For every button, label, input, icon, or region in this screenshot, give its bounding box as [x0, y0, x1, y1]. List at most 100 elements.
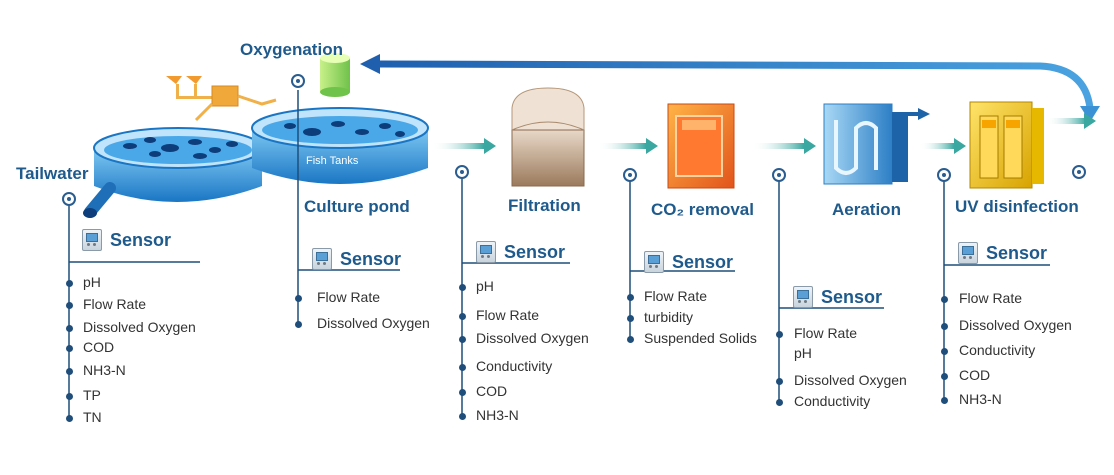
sensor-param-tailwater: COD — [83, 339, 115, 355]
gauge-icon-tailwater — [62, 192, 76, 206]
sensor-header-tailwater: Sensor — [82, 229, 171, 251]
co2-removal-unit — [667, 103, 735, 189]
sensor-param-filtration: Flow Rate — [476, 307, 540, 323]
sensor-label: Sensor — [340, 248, 402, 269]
sensor-device-icon — [312, 248, 332, 270]
fish-tank-left — [83, 127, 263, 218]
bullet-dot — [775, 398, 783, 406]
bullet-dot — [294, 294, 302, 302]
sensor-device-icon — [82, 229, 102, 251]
stage-title-uv-disinfection: UV disinfection — [955, 197, 1079, 216]
sensor-header-co2-removal: Sensor — [644, 251, 733, 273]
sensor-param-uv-disinfection: NH3-N — [959, 391, 1002, 407]
sensor-param-co2-removal: Suspended Solids — [644, 330, 757, 346]
bullet-dot — [458, 412, 466, 420]
gauge-icon-aeration — [772, 168, 786, 182]
sensor-device-icon — [644, 251, 664, 273]
sensor-param-tailwater: Dissolved Oxygen — [83, 319, 196, 335]
feeder-unit — [166, 76, 277, 122]
sensor-param-uv-disinfection: Flow Rate — [959, 290, 1023, 306]
bullet-dot — [65, 367, 73, 375]
bullet-dot — [458, 335, 466, 343]
gauge-icon-co2-removal — [623, 168, 637, 182]
aeration-unit — [823, 103, 930, 185]
gauge-icon-uv — [937, 168, 951, 182]
bullet-dot — [65, 324, 73, 332]
sensor-param-filtration: COD — [476, 383, 508, 399]
sensor-param-co2-removal: Flow Rate — [644, 288, 708, 304]
sensor-header-culture-pond: Sensor — [312, 248, 401, 270]
sensor-param-culture-pond: Flow Rate — [317, 289, 381, 305]
sensor-param-filtration: NH3-N — [476, 407, 519, 423]
sensor-label: Sensor — [110, 229, 172, 250]
stage-title-tailwater: Tailwater — [16, 164, 89, 183]
bullet-dot — [294, 320, 302, 328]
sensor-device-icon — [958, 242, 978, 264]
sensor-param-tailwater: NH3-N — [83, 362, 126, 378]
bullet-dot — [940, 396, 948, 404]
bullet-dot — [65, 392, 73, 400]
bullet-dot — [775, 377, 783, 385]
bullet-dot — [458, 363, 466, 371]
return-loop-arrow — [360, 54, 1100, 122]
sensor-param-co2-removal: turbidity — [644, 309, 694, 325]
sensor-label: Sensor — [672, 251, 734, 272]
filtration-unit — [511, 87, 585, 187]
stage-title-culture-pond: Culture pond — [304, 197, 410, 216]
sensor-param-tailwater: TP — [83, 387, 101, 403]
sensor-param-aeration: pH — [794, 345, 812, 361]
bullet-dot — [458, 388, 466, 396]
flow-arrows — [432, 113, 1096, 154]
sensor-param-tailwater: TN — [83, 409, 102, 425]
sensor-param-aeration: Dissolved Oxygen — [794, 372, 907, 388]
sensor-param-filtration: pH — [476, 278, 494, 294]
sensor-param-uv-disinfection: Conductivity — [959, 342, 1036, 358]
sensor-header-uv: Sensor — [958, 242, 1047, 264]
bullet-dot — [940, 322, 948, 330]
bullet-dot — [458, 283, 466, 291]
sensor-header-filtration: Sensor — [476, 241, 565, 263]
stage-title-co2-removal: CO₂ removal — [651, 200, 754, 219]
fish-tank-right — [251, 107, 429, 184]
sensor-label: Sensor — [504, 241, 566, 262]
sensor-label: Sensor — [821, 286, 883, 307]
gauge-icon-filtration — [455, 165, 469, 179]
sensor-param-aeration: Flow Rate — [794, 325, 858, 341]
sensor-device-icon — [793, 286, 813, 308]
outlet-pipe — [83, 182, 116, 218]
bullet-dot — [626, 293, 634, 301]
bullet-dot — [65, 279, 73, 287]
bullet-dot — [940, 295, 948, 303]
stage-title-filtration: Filtration — [508, 196, 581, 215]
bullet-dot — [940, 347, 948, 355]
uv-unit — [969, 101, 1044, 189]
sensor-param-uv-disinfection: Dissolved Oxygen — [959, 317, 1072, 333]
bullet-dot — [458, 312, 466, 320]
gauge-icon-oxygenation — [291, 74, 305, 88]
fish-tanks-label: Fish Tanks — [306, 155, 359, 167]
sensor-device-icon — [476, 241, 496, 263]
sensor-connector-lines — [68, 90, 1050, 417]
sensor-param-tailwater: pH — [83, 274, 101, 290]
sensor-param-aeration: Conductivity — [794, 393, 871, 409]
bullet-dot — [65, 414, 73, 422]
bullet-dot — [775, 330, 783, 338]
sensor-header-aeration: Sensor — [793, 286, 882, 308]
sensor-param-filtration: Conductivity — [476, 358, 553, 374]
bullet-dot — [940, 372, 948, 380]
sensor-param-uv-disinfection: COD — [959, 367, 991, 383]
oxygen-cylinder — [320, 53, 350, 97]
sensor-param-tailwater: Flow Rate — [83, 296, 147, 312]
sensor-param-culture-pond: Dissolved Oxygen — [317, 315, 430, 331]
stage-title-oxygenation: Oxygenation — [240, 40, 343, 59]
bullet-dot — [65, 344, 73, 352]
bullet-dot — [626, 335, 634, 343]
stage-title-aeration: Aeration — [832, 200, 901, 219]
bullet-dot — [626, 314, 634, 322]
sensor-label: Sensor — [986, 242, 1048, 263]
sensor-param-filtration: Dissolved Oxygen — [476, 330, 589, 346]
bullet-dot — [65, 301, 73, 309]
gauge-icon-outlet — [1072, 165, 1086, 179]
